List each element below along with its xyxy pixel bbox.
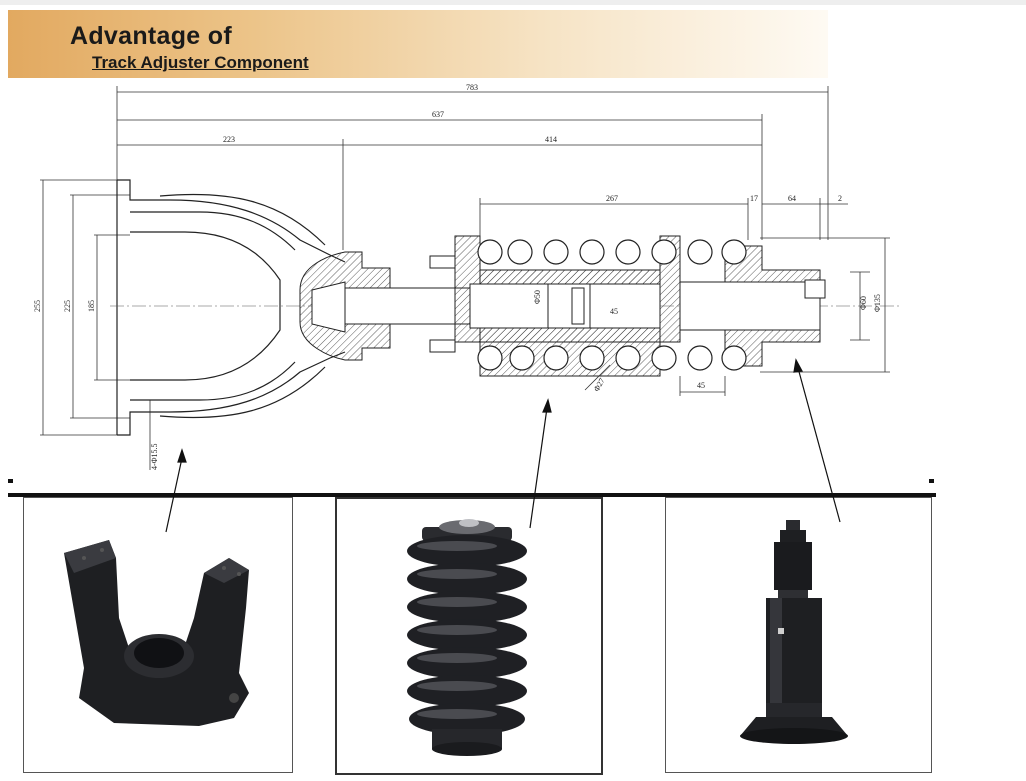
dim-225: 225 <box>63 300 72 312</box>
dim-223: 223 <box>223 135 235 144</box>
dim-637: 637 <box>432 110 444 119</box>
separator-mark-right <box>929 479 934 483</box>
dim-255: 255 <box>33 300 42 312</box>
dim-pitch: 45 <box>697 381 705 390</box>
top-rule <box>0 0 1026 5</box>
title-banner: Advantage of Track Adjuster Component <box>8 10 828 78</box>
dim-64: 64 <box>788 194 796 203</box>
dim-17: 17 <box>750 194 758 203</box>
banner-title: Advantage of <box>70 22 232 50</box>
technical-drawing: 783 637 223 414 267 17 64 2 255 225 185 … <box>33 83 900 470</box>
dim-piston: 45 <box>610 307 618 316</box>
dim-holes: 4-Φ15.5 <box>150 443 159 470</box>
recoil-spring-photo <box>335 497 603 775</box>
separator-mark-left <box>8 479 13 483</box>
dim-outer: Φ135 <box>873 294 882 312</box>
separator-line <box>8 493 936 497</box>
dim-overall: 783 <box>466 83 478 92</box>
adjuster-rod-photo <box>665 497 932 773</box>
dim-nut: Φ60 <box>859 296 868 310</box>
dim-267: 267 <box>606 194 618 203</box>
yoke-bracket-photo <box>23 497 293 773</box>
banner-subtitle: Track Adjuster Component <box>92 53 309 72</box>
dim-coil: Φ27 <box>592 376 607 393</box>
dim-2: 2 <box>838 194 842 203</box>
dim-414: 414 <box>545 135 557 144</box>
dim-185: 185 <box>87 300 96 312</box>
dim-rod: Φ50 <box>533 290 542 304</box>
